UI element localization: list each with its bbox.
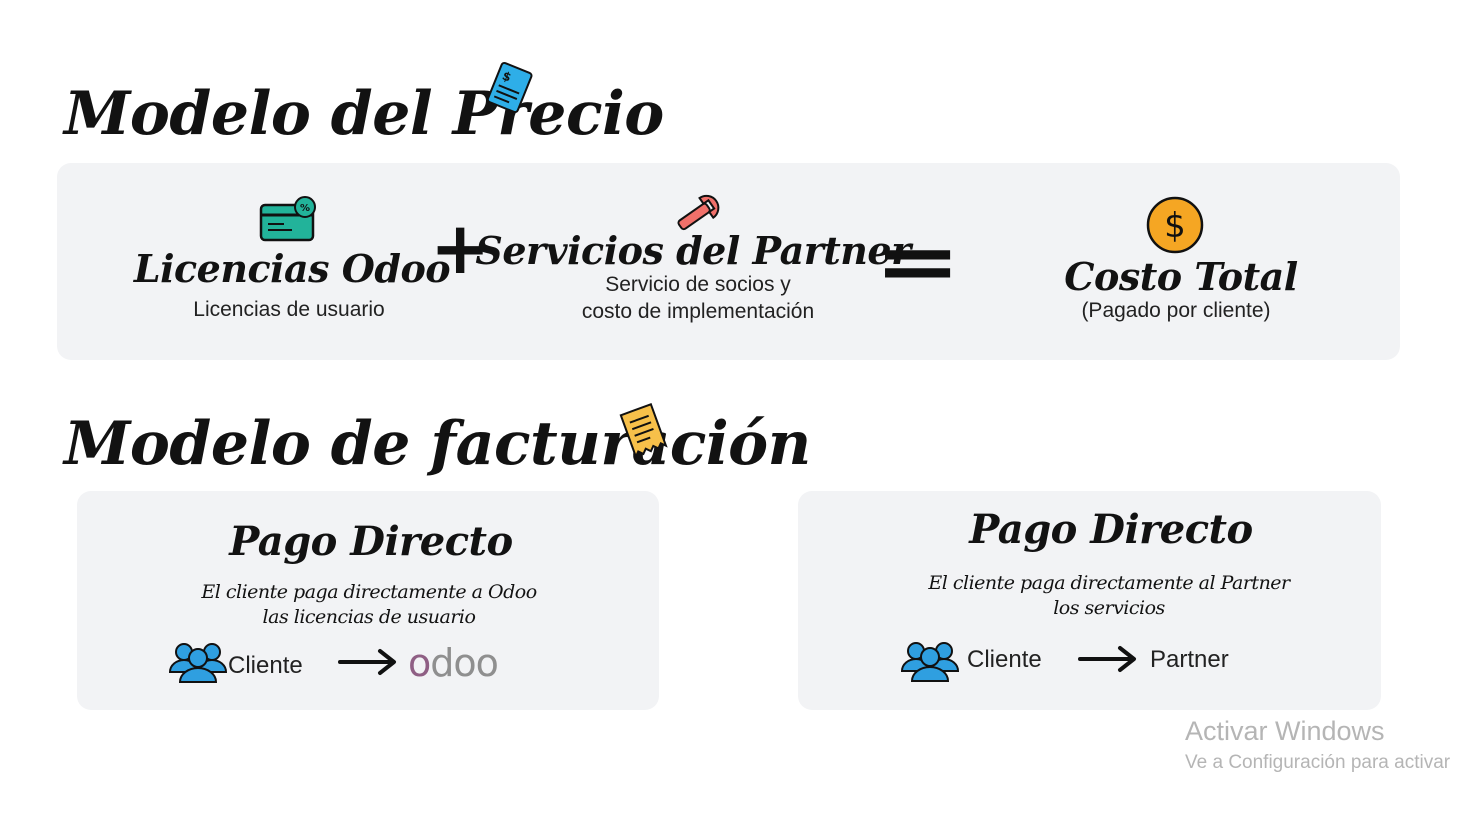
price-model-panel (57, 163, 1400, 360)
odoo-logo: odoo (408, 641, 499, 685)
card-partner-desc-line2: los servicios (1053, 597, 1165, 619)
licenses-subtitle: Licencias de usuario (193, 298, 385, 321)
plus-sign: + (430, 206, 491, 290)
card-odoo-desc-line2: las licencias de usuario (262, 606, 476, 628)
odoo-logo-text: doo (430, 641, 499, 685)
billing-card-odoo (77, 491, 659, 710)
receipt-icon (619, 403, 668, 460)
billing-model-title: Modelo de facturación (64, 409, 811, 479)
arrow-right-icon (1078, 646, 1136, 672)
services-subtitle-line1: Servicio de socios y (605, 273, 791, 296)
windows-activation-title: Activar Windows (1185, 716, 1385, 746)
services-subtitle-line2: costo de implementación (581, 300, 815, 323)
card-odoo-desc-line1: El cliente paga directamente a Odoo (201, 581, 537, 603)
svg-text:%: % (300, 203, 310, 214)
credit-card-icon: % (259, 196, 316, 242)
card-odoo-title: Pago Directo (229, 518, 513, 565)
total-title: Costo Total (1064, 254, 1298, 299)
people-icon (900, 642, 960, 682)
document-icon: $ (486, 61, 533, 114)
card-partner-desc-line1: El cliente paga directamente al Partner (928, 572, 1290, 594)
dollar-coin-icon: $ (1146, 196, 1204, 254)
price-model-title: Modelo del Precio (64, 79, 664, 149)
arrow-right-icon (338, 649, 396, 675)
card-partner-from: Cliente (967, 646, 1042, 673)
svg-text:$: $ (1164, 206, 1186, 246)
card-odoo-from: Cliente (228, 652, 303, 679)
services-title: Servicios del Partner (475, 228, 911, 273)
card-partner-to: Partner (1150, 646, 1229, 673)
windows-activation-subtitle: Ve a Configuración para activar (1185, 752, 1451, 773)
total-subtitle: (Pagado por cliente) (1081, 299, 1271, 322)
wrench-icon (677, 194, 720, 231)
billing-card-partner (798, 491, 1381, 710)
card-partner-title: Pago Directo (969, 506, 1253, 553)
equals-sign: = (873, 215, 962, 308)
people-icon (168, 643, 228, 683)
licenses-title: Licencias Odoo (133, 246, 451, 291)
